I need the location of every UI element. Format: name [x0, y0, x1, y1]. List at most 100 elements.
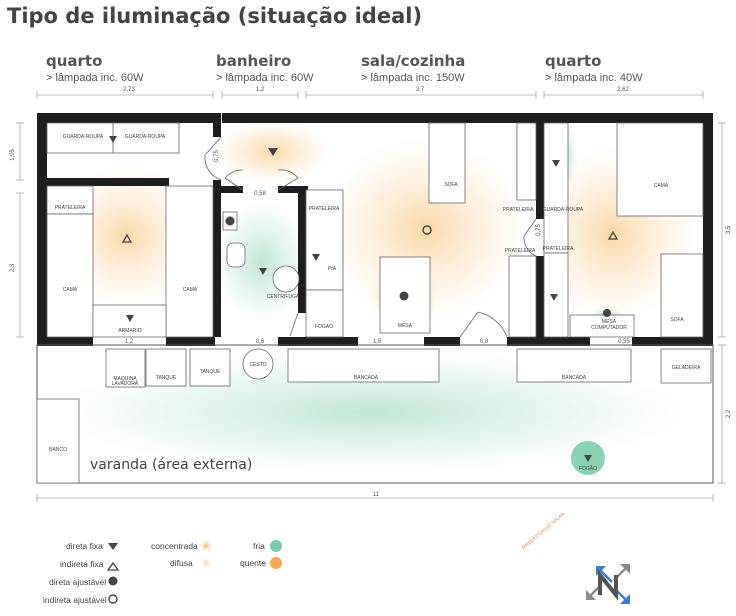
- label-mesa-computador-1: MESA: [602, 319, 617, 325]
- fogao-1: [305, 289, 344, 338]
- wall-bath-top-right: [278, 186, 308, 193]
- dim-top-2: 1,2: [256, 87, 265, 93]
- legend-indirect-fixed-icon: [106, 561, 120, 571]
- light-glows: [50, 119, 698, 475]
- prateleira-1: [46, 185, 94, 215]
- maquina-lavadora: [105, 348, 146, 388]
- wall-top-right: [222, 113, 713, 123]
- label-sofa-1: SOFA: [444, 182, 458, 188]
- dim-inner-6: 1,5: [373, 339, 382, 345]
- dim-inner-3: 0,75: [536, 224, 542, 236]
- direct-fixed-icon: [312, 254, 320, 261]
- sun-direction-label: DIREÇÃO DA LUZ SOLAR: [520, 510, 566, 550]
- fixture-symbols: [109, 136, 619, 462]
- wall-right: [703, 113, 713, 345]
- label-cesto: CESTO: [249, 362, 266, 368]
- direct-fixed-icon: [259, 268, 267, 275]
- wall-bottom-4: [424, 337, 460, 346]
- label-cama-1: CAMA: [63, 287, 78, 293]
- prateleira-3: [516, 122, 537, 201]
- legend-quente: quente: [240, 558, 266, 568]
- toilet-bowl: [226, 242, 246, 268]
- indirect-fixed-icon: [121, 233, 133, 243]
- direct-adjustable-icon: [603, 309, 611, 317]
- label-armario: ARMARIO: [118, 328, 141, 334]
- legend-direta-fixa: direta fixa: [66, 541, 103, 551]
- label-fogao-2: FOGÃO: [579, 465, 597, 472]
- dim-inner-5: 0,6: [256, 339, 265, 345]
- direct-fixed-icon: [268, 148, 278, 156]
- wall-top-left: [37, 113, 221, 123]
- label-tanque-2: TANQUE: [200, 369, 221, 375]
- label-guarda-roupa-1: GUARDA-ROUPA: [63, 134, 104, 140]
- direct-fixed-icon: [552, 160, 560, 167]
- dim-left-1: 1,05: [10, 149, 16, 161]
- prateleira-4: [508, 255, 537, 338]
- banco: [36, 398, 80, 484]
- indirect-fixed-icon: [607, 230, 619, 240]
- direct-adjustable-icon: [225, 216, 235, 226]
- wall-bottom-1: [37, 337, 93, 346]
- label-prateleira-4: PRATELEIRA: [505, 248, 536, 254]
- room-lamp-banheiro: > lâmpada inc. 60W: [216, 72, 314, 84]
- tanque-1: [145, 348, 187, 387]
- legend-direta-ajustavel: direta ajustável: [49, 577, 107, 587]
- guarda-roupa-3: [543, 122, 569, 254]
- room-title-sala-cozinha: sala/cozinha: [361, 52, 466, 70]
- label-fogao-1: FOGAO: [315, 324, 333, 330]
- label-guarda-roupa-3: GUARDA-ROUPA: [543, 207, 584, 213]
- cama-2: [165, 185, 214, 338]
- room-lamp-quarto-2: > lâmpada inc. 40W: [545, 72, 643, 84]
- label-bancada-1: BANCADA: [354, 375, 379, 381]
- north-compass-icon: [586, 564, 630, 604]
- dim-inner-1: 0,75: [214, 150, 220, 162]
- glow-living: [320, 137, 530, 321]
- legend-direct-adjustable-icon: [108, 576, 118, 586]
- label-geladeira: GELADEIRA: [672, 365, 701, 371]
- cama-1: [46, 213, 94, 338]
- legend-fria: fria: [253, 541, 265, 551]
- wall-bedroom1-right: [213, 180, 221, 337]
- walls: [37, 113, 713, 346]
- label-prateleira-2: PRATELEIRA: [309, 206, 340, 212]
- label-cama-3: CAMA: [654, 183, 669, 189]
- direct-adjustable-icon: [399, 291, 409, 301]
- wall-bedroom1-right-upper: [213, 123, 221, 137]
- dim-top-3: 3,7: [416, 87, 425, 93]
- tanque-2: [189, 348, 231, 387]
- dim-top-4: 2,62: [617, 87, 629, 93]
- veranda-label: varanda (área externa): [90, 457, 253, 473]
- page-title: Tipo de iluminação (situação ideal): [7, 4, 423, 28]
- dim-right-2: 2,2: [726, 409, 732, 418]
- sofa-2: [660, 253, 704, 338]
- label-guarda-roupa-2: GUARDA-ROUPA: [125, 134, 166, 140]
- dim-inner-8: 0,55: [618, 339, 630, 345]
- wall-bottom-5: [507, 337, 590, 346]
- glow-bathroom: [212, 200, 312, 324]
- cesto: [242, 348, 274, 380]
- direct-fixed-icon: [550, 294, 558, 301]
- indirect-adjustable-icon: [422, 225, 432, 235]
- bancada-1: [287, 348, 440, 383]
- wall-left: [37, 113, 47, 345]
- bancada-2: [516, 348, 632, 383]
- geladeira: [660, 348, 712, 384]
- legend-direct-fixed-icon: [108, 543, 118, 550]
- wall-bedroom1-top: [37, 178, 169, 186]
- label-sofa-2: SOFA: [670, 317, 684, 323]
- label-prateleira-1: PRATELEIRA: [55, 205, 86, 211]
- dim-inner-4: 1,2: [125, 339, 134, 345]
- wall-bath-top-left: [213, 186, 243, 193]
- dim-right-1: 3,5: [726, 225, 732, 234]
- dimension-lines: [16, 91, 726, 502]
- dim-left-2: 2,3: [10, 263, 16, 272]
- direct-fixed-icon: [109, 136, 117, 143]
- centrifuga: [272, 265, 300, 293]
- label-prateleira-5: PRATELEIRA: [543, 246, 574, 252]
- legend-symbols: [106, 540, 282, 604]
- legend-difusa-icon: [200, 557, 212, 569]
- label-bancada-2: BANCADA: [562, 375, 587, 381]
- wall-bedroom2-left-lower: [536, 256, 544, 337]
- label-maquina-1: MAQUINA: [113, 376, 137, 382]
